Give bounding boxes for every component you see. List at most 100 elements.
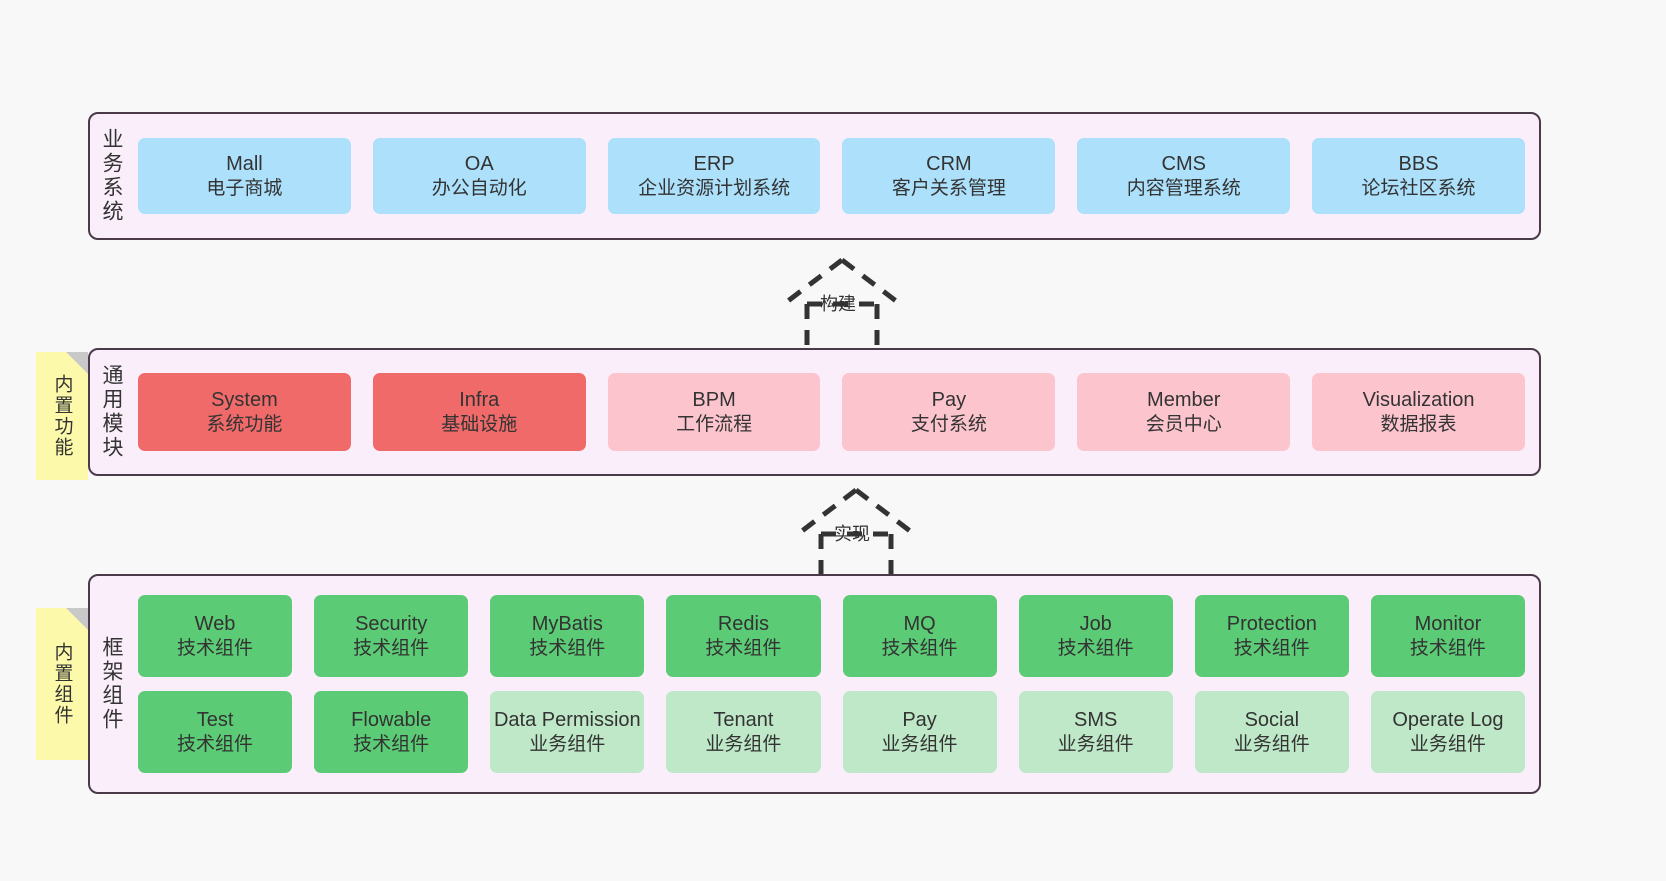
module-box-test[interactable]: Test 技术组件 xyxy=(138,691,293,773)
module-box-security[interactable]: Security 技术组件 xyxy=(314,595,469,677)
module-box-mq[interactable]: MQ 技术组件 xyxy=(842,595,997,677)
arrow-label-implement: 实现 xyxy=(834,524,870,544)
folded-corner-icon xyxy=(66,352,88,374)
layer-common-modules: 通用模块 System 系统功能 Infra 基础设施 BPM 工作流程 Pay… xyxy=(88,348,1541,476)
module-box-mall[interactable]: Mall 电子商城 xyxy=(138,138,351,214)
module-box-redis[interactable]: Redis 技术组件 xyxy=(666,595,821,677)
module-name: Security xyxy=(355,612,428,635)
module-name: MyBatis xyxy=(531,612,603,635)
module-name: SMS xyxy=(1074,708,1118,731)
module-subtitle: 数据报表 xyxy=(1380,413,1457,435)
module-subtitle: 技术组件 xyxy=(1057,637,1134,659)
sticky-note-label: 内置功能 xyxy=(51,374,73,458)
sticky-note-builtin-features: 内置功能 xyxy=(36,352,88,480)
module-name: Flowable xyxy=(351,708,432,731)
layer-title-common-modules: 通用模块 xyxy=(100,364,123,460)
module-name: Redis xyxy=(717,612,769,635)
module-name: Pay xyxy=(902,708,937,731)
module-box-oa[interactable]: OA 办公自动化 xyxy=(372,138,586,214)
arrow-build-icon xyxy=(782,258,902,346)
layer-framework-components: 框架组件 Web 技术组件 Security 技术组件 MyBatis 技术组件… xyxy=(88,574,1541,794)
module-subtitle: 业务组件 xyxy=(705,733,782,755)
module-name: CMS xyxy=(1161,152,1206,175)
arrow-build: 构建 xyxy=(752,256,932,348)
layer-title-business-systems: 业务系统 xyxy=(100,128,123,224)
module-name: Pay xyxy=(931,388,967,411)
module-box-operate-log[interactable]: Operate Log 业务组件 xyxy=(1370,691,1525,773)
module-box-social[interactable]: Social 业务组件 xyxy=(1194,691,1349,773)
module-name: Member xyxy=(1147,388,1221,411)
module-box-cms[interactable]: CMS 内容管理系统 xyxy=(1077,138,1291,214)
module-name: Job xyxy=(1079,612,1112,635)
module-box-pay[interactable]: Pay 支付系统 xyxy=(842,373,1056,451)
module-subtitle: 技术组件 xyxy=(353,733,430,755)
sticky-note-label: 内置组件 xyxy=(51,642,73,726)
module-name: Test xyxy=(196,708,234,731)
module-subtitle: 基础设施 xyxy=(441,413,518,435)
module-subtitle: 技术组件 xyxy=(177,637,254,659)
module-box-crm[interactable]: CRM 客户关系管理 xyxy=(842,138,1056,214)
module-box-tenant[interactable]: Tenant 业务组件 xyxy=(666,691,821,773)
module-box-system[interactable]: System 系统功能 xyxy=(138,373,351,451)
module-subtitle: 支付系统 xyxy=(910,413,987,435)
module-subtitle: 会员中心 xyxy=(1145,413,1222,435)
module-subtitle: 技术组件 xyxy=(529,637,606,659)
module-name: Operate Log xyxy=(1392,708,1504,731)
folded-corner-icon xyxy=(66,608,88,630)
module-subtitle: 技术组件 xyxy=(705,637,782,659)
layer-body-business-systems: Mall 电子商城 OA 办公自动化 ERP 企业资源计划系统 CRM 客户关系… xyxy=(132,114,1539,238)
module-name: Protection xyxy=(1226,612,1317,635)
module-subtitle: 系统功能 xyxy=(206,413,283,435)
module-name: OA xyxy=(464,152,494,175)
module-subtitle: 内容管理系统 xyxy=(1126,177,1241,199)
module-subtitle: 技术组件 xyxy=(881,637,958,659)
module-row: Test 技术组件 Flowable 技术组件 Data Permission … xyxy=(138,691,1525,773)
module-box-monitor[interactable]: Monitor 技术组件 xyxy=(1370,595,1525,677)
module-box-pay[interactable]: Pay 业务组件 xyxy=(842,691,997,773)
module-subtitle: 企业资源计划系统 xyxy=(638,177,791,199)
module-subtitle: 业务组件 xyxy=(881,733,958,755)
module-name: Infra xyxy=(459,388,500,411)
module-box-member[interactable]: Member 会员中心 xyxy=(1077,373,1291,451)
module-row: Web 技术组件 Security 技术组件 MyBatis 技术组件 Redi… xyxy=(138,595,1525,677)
module-row: Mall 电子商城 OA 办公自动化 ERP 企业资源计划系统 CRM 客户关系… xyxy=(138,138,1525,214)
module-name: BBS xyxy=(1398,152,1439,175)
layer-body-framework-components: Web 技术组件 Security 技术组件 MyBatis 技术组件 Redi… xyxy=(132,576,1539,792)
module-subtitle: 业务组件 xyxy=(1409,733,1486,755)
module-name: Visualization xyxy=(1362,388,1475,411)
module-box-web[interactable]: Web 技术组件 xyxy=(138,595,293,677)
module-box-visualization[interactable]: Visualization 数据报表 xyxy=(1312,373,1525,451)
module-subtitle: 技术组件 xyxy=(177,733,254,755)
module-subtitle: 客户关系管理 xyxy=(891,177,1006,199)
module-box-mybatis[interactable]: MyBatis 技术组件 xyxy=(490,595,645,677)
module-subtitle: 办公自动化 xyxy=(431,177,527,199)
module-name: Tenant xyxy=(713,708,774,731)
module-box-data-permission[interactable]: Data Permission 业务组件 xyxy=(490,691,645,773)
layer-title-framework-components: 框架组件 xyxy=(100,636,123,732)
module-subtitle: 业务组件 xyxy=(1233,733,1310,755)
module-name: Mall xyxy=(226,152,263,175)
module-name: MQ xyxy=(903,612,936,635)
module-subtitle: 业务组件 xyxy=(529,733,606,755)
module-subtitle: 电子商城 xyxy=(206,177,283,199)
module-box-protection[interactable]: Protection 技术组件 xyxy=(1194,595,1349,677)
module-box-bbs[interactable]: BBS 论坛社区系统 xyxy=(1312,138,1525,214)
layer-body-common-modules: System 系统功能 Infra 基础设施 BPM 工作流程 Pay 支付系统… xyxy=(132,350,1539,474)
module-name: ERP xyxy=(693,152,735,175)
module-row: System 系统功能 Infra 基础设施 BPM 工作流程 Pay 支付系统… xyxy=(138,373,1525,451)
module-box-job[interactable]: Job 技术组件 xyxy=(1018,595,1173,677)
module-name: CRM xyxy=(926,152,972,175)
module-box-erp[interactable]: ERP 企业资源计划系统 xyxy=(607,138,821,214)
module-box-sms[interactable]: SMS 业务组件 xyxy=(1018,691,1173,773)
module-box-infra[interactable]: Infra 基础设施 xyxy=(372,373,586,451)
module-box-bpm[interactable]: BPM 工作流程 xyxy=(607,373,821,451)
arrow-label-build: 构建 xyxy=(820,294,856,314)
arrow-implement-icon xyxy=(796,488,916,576)
module-subtitle: 技术组件 xyxy=(1233,637,1310,659)
module-name: Web xyxy=(194,612,236,635)
module-box-flowable[interactable]: Flowable 技术组件 xyxy=(314,691,469,773)
module-subtitle: 工作流程 xyxy=(676,413,753,435)
arrow-implement: 实现 xyxy=(766,486,946,578)
module-subtitle: 技术组件 xyxy=(1409,637,1486,659)
module-subtitle: 业务组件 xyxy=(1057,733,1134,755)
